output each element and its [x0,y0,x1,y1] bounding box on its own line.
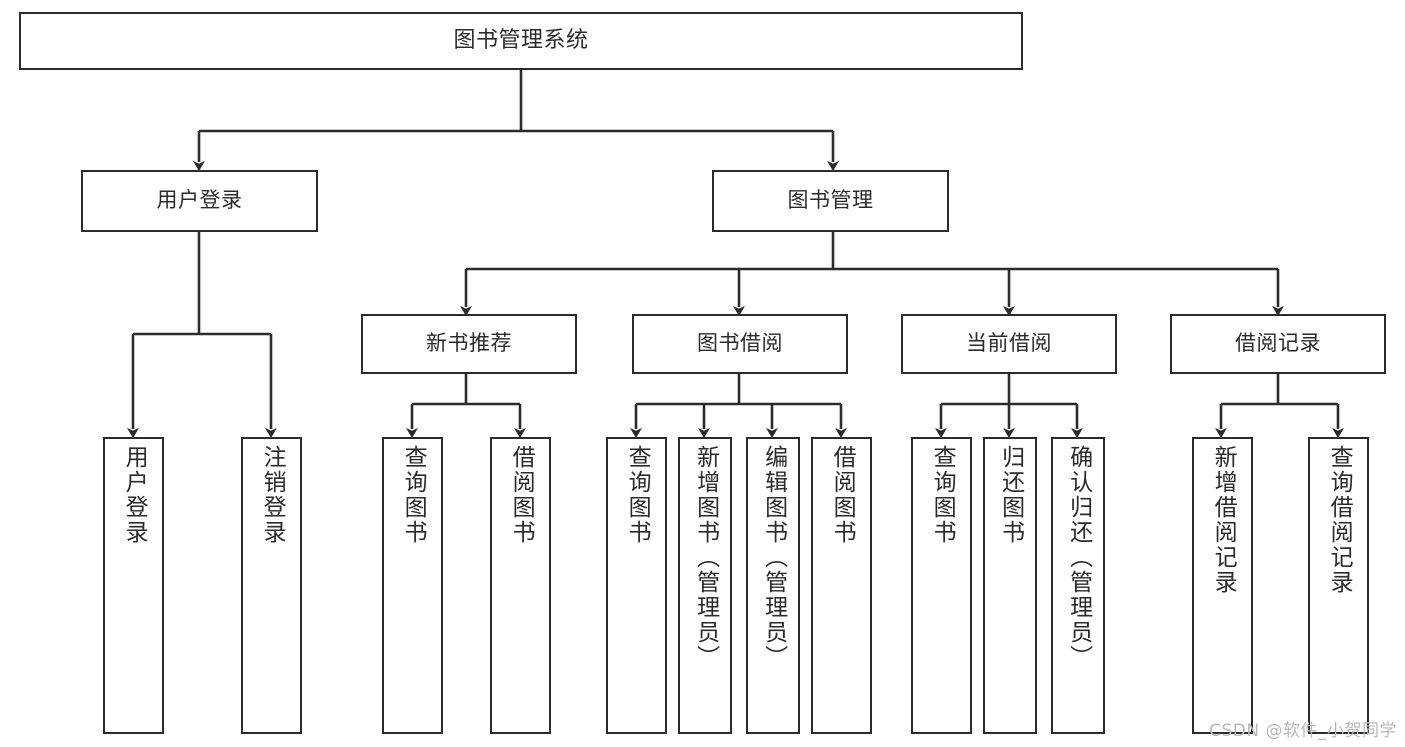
node-label: 确认归还（管理员） [1065,445,1092,670]
node-leaf-add-book-admin[interactable]: 新增图书（管理员） [678,437,732,734]
node-label: 图书管理系统 [453,27,589,53]
node-label: 借阅图书 [829,445,856,545]
node-label: 用户登录 [121,445,148,545]
node-label: 查询图书 [400,445,427,545]
node-leaf-borrow-book[interactable]: 借阅图书 [811,437,872,734]
node-book-management[interactable]: 图书管理 [712,170,949,232]
node-label: 新增借阅记录 [1210,445,1237,595]
node-label: 注销登录 [259,445,286,545]
node-label: 图书管理 [787,188,874,213]
node-label: 借阅记录 [1235,331,1321,356]
node-leaf-user-login[interactable]: 用户登录 [103,437,164,734]
node-label: 当前借阅 [966,331,1052,356]
node-label: 编辑图书（管理员） [760,445,787,670]
node-label: 图书借阅 [697,331,783,356]
node-leaf-query-borrow-record[interactable]: 查询借阅记录 [1308,437,1369,734]
node-user-login[interactable]: 用户登录 [81,170,318,232]
node-leaf-return-book[interactable]: 归还图书 [983,437,1037,734]
node-leaf-query-book-borrow[interactable]: 查询图书 [606,437,667,734]
node-label: 借阅图书 [508,445,535,545]
node-leaf-add-borrow-record[interactable]: 新增借阅记录 [1192,437,1253,734]
node-label: 查询图书 [929,445,956,545]
node-root-system[interactable]: 图书管理系统 [19,12,1023,70]
node-new-book-recommend[interactable]: 新书推荐 [361,314,577,374]
node-leaf-query-book-current[interactable]: 查询图书 [911,437,972,734]
node-label: 用户登录 [156,188,243,213]
node-label: 新增图书（管理员） [692,445,719,670]
node-borrow-record[interactable]: 借阅记录 [1170,314,1386,374]
node-leaf-logout[interactable]: 注销登录 [241,437,302,734]
node-label: 新书推荐 [426,331,512,356]
node-leaf-confirm-return-admin[interactable]: 确认归还（管理员） [1051,437,1105,734]
node-current-borrow[interactable]: 当前借阅 [901,314,1117,374]
node-leaf-edit-book-admin[interactable]: 编辑图书（管理员） [746,437,800,734]
node-leaf-borrow-book-recommend[interactable]: 借阅图书 [490,437,551,734]
node-label: 查询借阅记录 [1326,445,1353,595]
node-book-borrow[interactable]: 图书借阅 [632,314,848,374]
node-label: 归还图书 [997,445,1024,545]
watermark-text: CSDN @软件_小贺同学 [1209,721,1397,741]
node-leaf-query-book-recommend[interactable]: 查询图书 [382,437,443,734]
node-label: 查询图书 [624,445,651,545]
